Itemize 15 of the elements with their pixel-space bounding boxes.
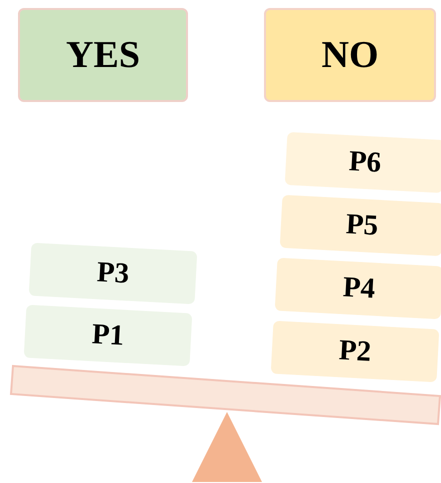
item-card xyxy=(274,258,441,320)
category-box xyxy=(18,8,188,102)
item-card xyxy=(284,132,441,194)
box-label: P6 xyxy=(348,147,382,178)
box-label: P2 xyxy=(338,336,372,367)
box-label: NO xyxy=(322,36,378,74)
box-label: YES xyxy=(66,36,140,74)
box-label: P5 xyxy=(345,210,379,241)
box-label: P4 xyxy=(342,273,376,304)
box-label: P3 xyxy=(96,258,130,289)
item-card xyxy=(280,194,441,256)
item-card xyxy=(24,304,192,366)
item-card xyxy=(270,320,440,382)
box-label: P1 xyxy=(91,320,125,351)
category-box xyxy=(264,8,436,102)
